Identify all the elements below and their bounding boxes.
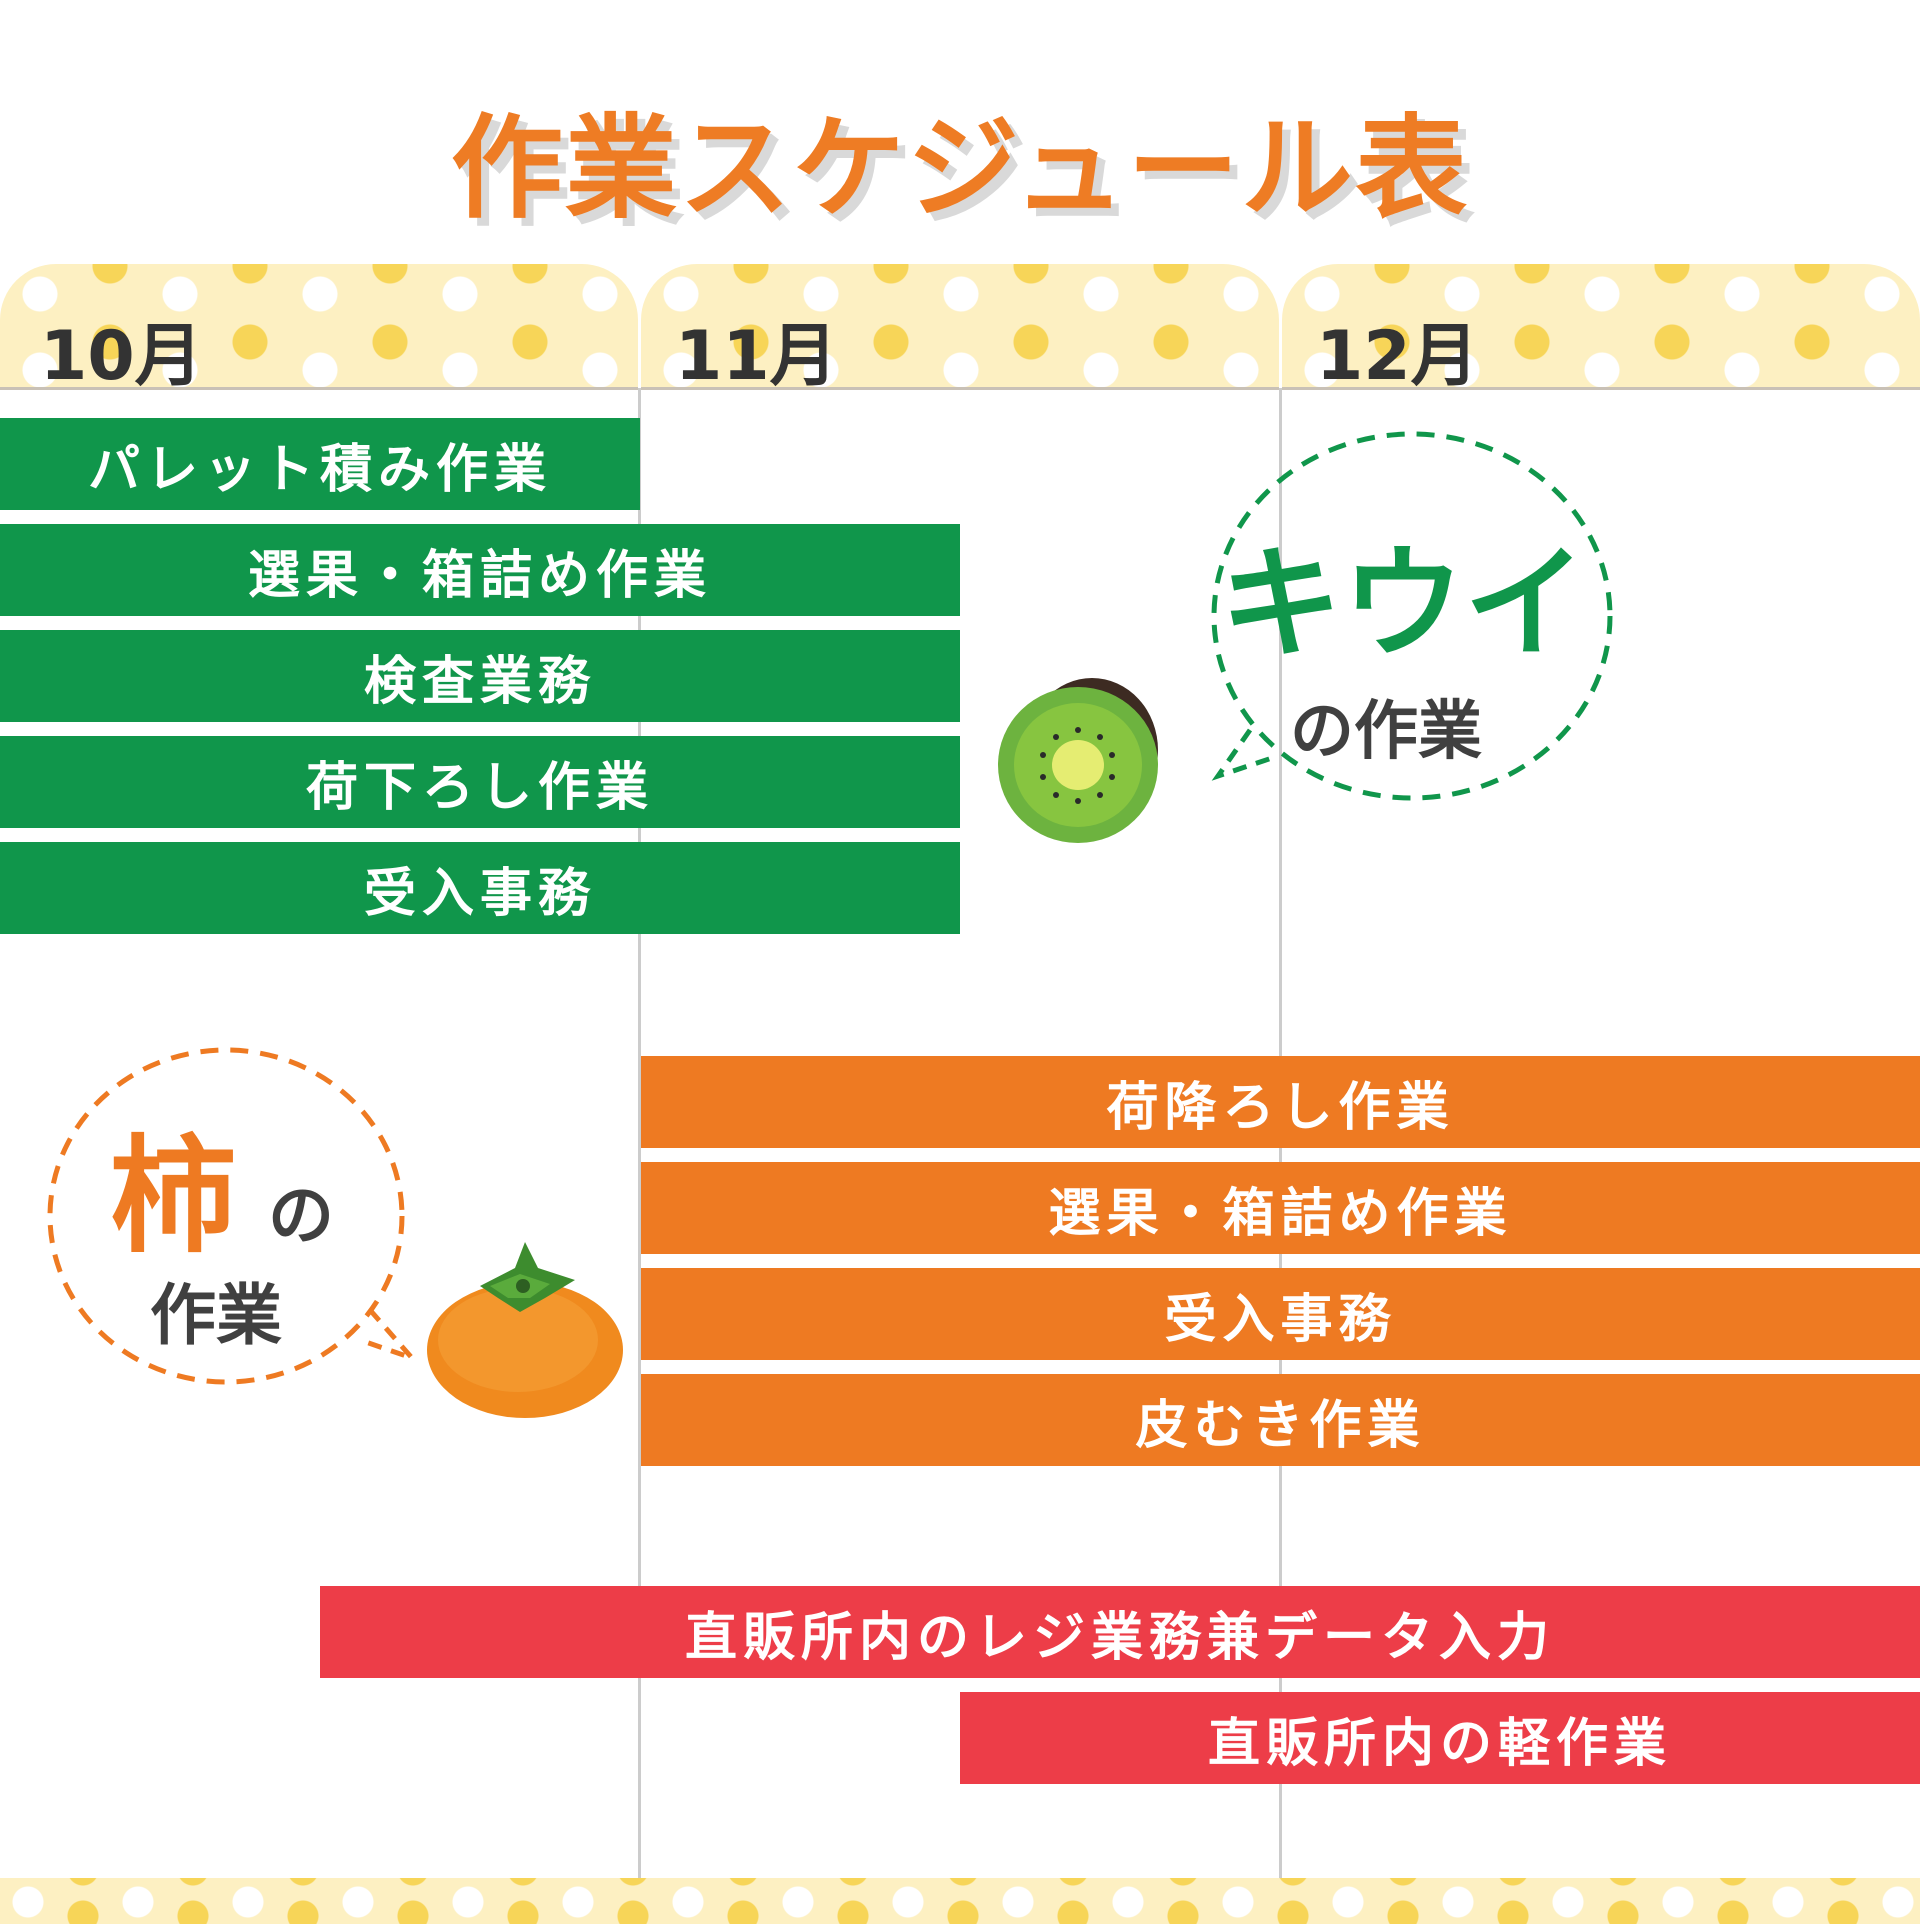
persimmon-task-bar: 選果・箱詰め作業 [641, 1162, 1920, 1254]
month-tab-oct [0, 264, 638, 390]
kiwi-work-label: の作業 [1290, 695, 1482, 769]
persimmon-task-bar: 荷降ろし作業 [641, 1056, 1920, 1148]
persimmon-task-label: 受入事務 [1164, 1289, 1397, 1350]
persimmon-task-label: 選果・箱詰め作業 [1048, 1183, 1513, 1244]
persimmon-work-label: 作業 [150, 1277, 282, 1354]
kiwi-task-bar: 受入事務 [0, 842, 960, 934]
direct-sales-task-label: 直販所内のレジ業務兼データ入力 [684, 1607, 1555, 1668]
persimmon-illustration-icon [427, 1242, 623, 1418]
kiwi-name: キウイ [1220, 533, 1586, 675]
month-label-oct: 10月 [40, 317, 203, 396]
kiwi-task-label: 選果・箱詰め作業 [247, 545, 712, 606]
direct-sales-task-label: 直販所内の軽作業 [1207, 1713, 1672, 1774]
kiwi-illustration-icon [998, 678, 1158, 843]
direct-sales-task-bar: 直販所内の軽作業 [960, 1692, 1920, 1784]
persimmon-no-label: の [268, 1177, 334, 1254]
page-title: 作業スケジュール表 [450, 104, 1470, 234]
grid-line-nov [638, 388, 641, 1878]
persimmon-task-bar: 受入事務 [641, 1268, 1920, 1360]
kiwi-task-bar: 荷下ろし作業 [0, 736, 960, 828]
month-label-dec: 12月 [1316, 317, 1479, 396]
kiwi-task-label: 受入事務 [363, 863, 596, 924]
bottom-decoration [0, 1878, 1920, 1924]
persimmon-speech-bubble [47, 1047, 421, 1385]
persimmon-task-label: 皮むき作業 [1135, 1395, 1426, 1456]
kiwi-speech-bubble [1211, 431, 1613, 801]
kiwi-task-bar: パレット積み作業 [0, 418, 640, 510]
kiwi-task-label: パレット積み作業 [87, 439, 552, 500]
kiwi-task-bar: 選果・箱詰め作業 [0, 524, 960, 616]
persimmon-task-label: 荷降ろし作業 [1106, 1077, 1455, 1138]
kiwi-task-bar: 検査業務 [0, 630, 960, 722]
month-tab-dec [1282, 264, 1920, 390]
kiwi-task-label: 荷下ろし作業 [305, 757, 654, 818]
month-tab-nov [641, 264, 1279, 390]
persimmon-name: 柿 [110, 1123, 236, 1270]
direct-sales-task-bar: 直販所内のレジ業務兼データ入力 [320, 1586, 1920, 1678]
persimmon-task-bar: 皮むき作業 [641, 1374, 1920, 1466]
month-label-nov: 11月 [675, 317, 838, 396]
kiwi-task-label: 検査業務 [363, 651, 596, 712]
